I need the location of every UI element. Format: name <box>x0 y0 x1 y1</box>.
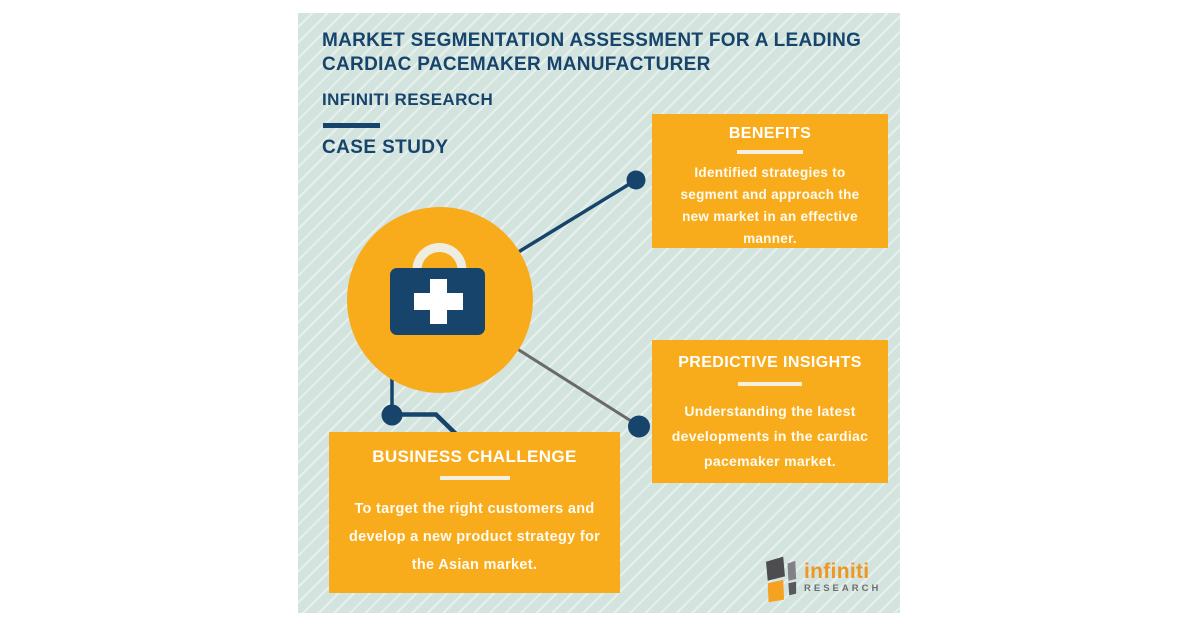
benefits-line: segment and approach the <box>680 187 860 202</box>
business-challenge-heading: BUSINESS CHALLENGE <box>372 447 577 466</box>
page-title: MARKET SEGMENTATION ASSESSMENT FOR A LEA… <box>322 29 861 77</box>
predictive-insights-divider <box>738 382 802 386</box>
benefits-body: Identified strategies to segment and app… <box>652 162 888 250</box>
benefits-line: new market in an effective <box>682 209 858 224</box>
predictive-insights-body: Understanding the latest developments in… <box>652 399 888 474</box>
brand-wordmark: infiniti RESEARCH <box>804 561 881 594</box>
business-challenge-line: To target the right customers and <box>354 501 595 517</box>
brand-subtext: RESEARCH <box>804 583 882 594</box>
brand-logo: infiniti RESEARCH <box>766 552 881 606</box>
page-title-line-2: CARDIAC PACEMAKER MANUFACTURER <box>322 54 711 75</box>
business-challenge-line: develop a new product strategy for <box>348 529 601 545</box>
predictive-insights-line: Understanding the latest <box>684 403 856 419</box>
company-name: INFINITI RESEARCH <box>322 90 494 109</box>
business-challenge-divider <box>439 476 510 480</box>
card-benefits: BENEFITS Identified strategies to segmen… <box>652 114 888 248</box>
card-business-challenge: BUSINESS CHALLENGE To target the right c… <box>329 432 620 593</box>
benefits-line: Identified strategies to <box>694 165 846 180</box>
header-divider <box>323 123 380 128</box>
benefits-divider <box>737 150 803 154</box>
benefits-heading: BENEFITS <box>728 125 812 142</box>
benefits-line: manner. <box>743 231 797 246</box>
predictive-insights-line: developments in the cardiac <box>671 428 869 444</box>
card-predictive-insights: PREDICTIVE INSIGHTS Understanding the la… <box>652 340 888 483</box>
infiniti-logo-icon <box>766 556 797 603</box>
brand-name: infiniti <box>804 560 870 583</box>
doc-type-label: CASE STUDY <box>322 137 449 158</box>
business-challenge-body: To target the right customers and develo… <box>329 495 620 579</box>
predictive-insights-heading: PREDICTIVE INSIGHTS <box>678 354 862 371</box>
predictive-insights-line: pacemaker market. <box>704 453 836 469</box>
page-title-line-1: MARKET SEGMENTATION ASSESSMENT FOR A LEA… <box>322 30 862 51</box>
business-challenge-line: the Asian market. <box>411 557 538 573</box>
